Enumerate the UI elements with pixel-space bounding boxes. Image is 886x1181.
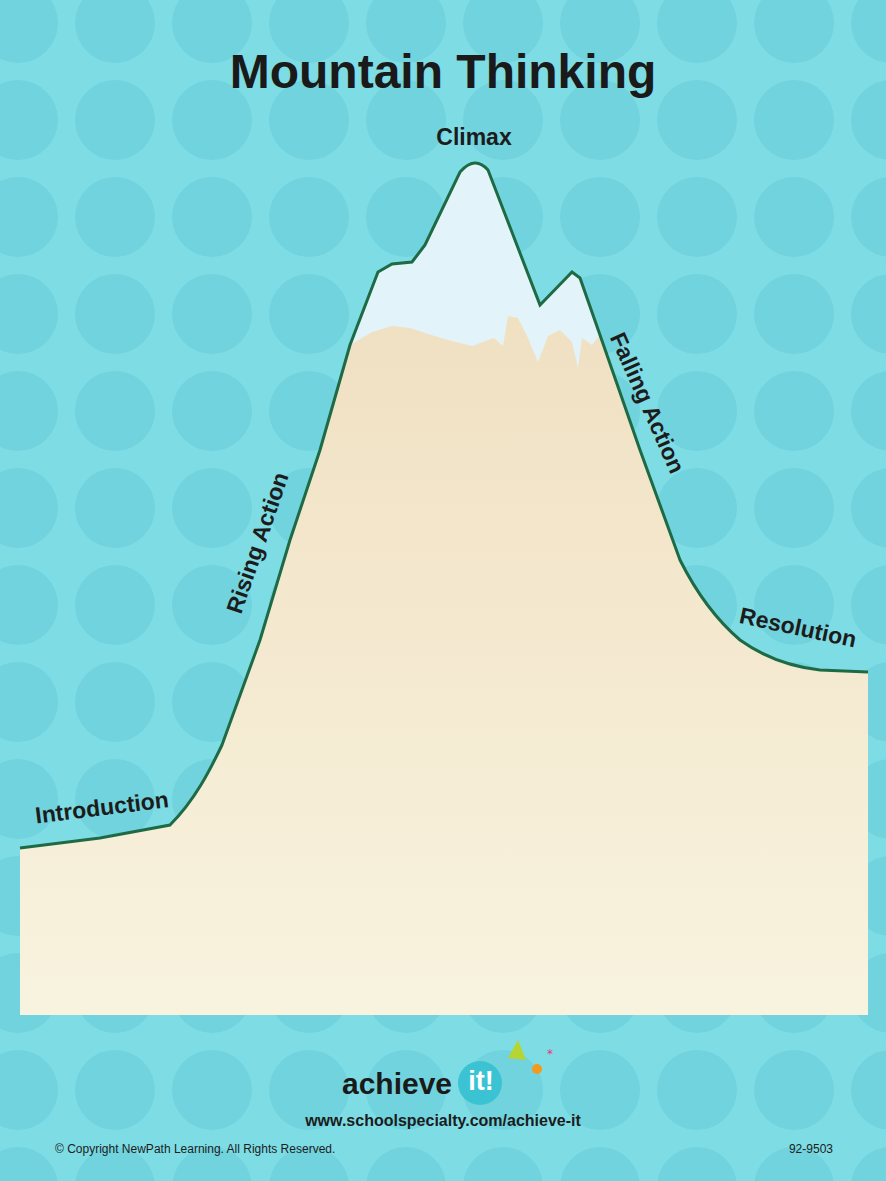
logo-dot bbox=[532, 1064, 542, 1074]
product-code: 92-9503 bbox=[789, 1143, 833, 1156]
mountain-body bbox=[20, 163, 868, 1015]
logo-triangle bbox=[508, 1040, 526, 1060]
logo-star: * bbox=[547, 1047, 553, 1061]
title: Mountain Thinking bbox=[230, 46, 657, 99]
website-url: www.schoolspecialty.com/achieve-it bbox=[305, 1112, 581, 1130]
logo-word: it! bbox=[468, 1067, 493, 1097]
logo-circle bbox=[458, 1061, 502, 1105]
mountain-outline bbox=[20, 163, 868, 848]
logo-word: achieve bbox=[342, 1067, 452, 1100]
copyright: © Copyright NewPath Learning. All Rights… bbox=[55, 1143, 335, 1156]
stage-label: Climax bbox=[436, 125, 511, 150]
